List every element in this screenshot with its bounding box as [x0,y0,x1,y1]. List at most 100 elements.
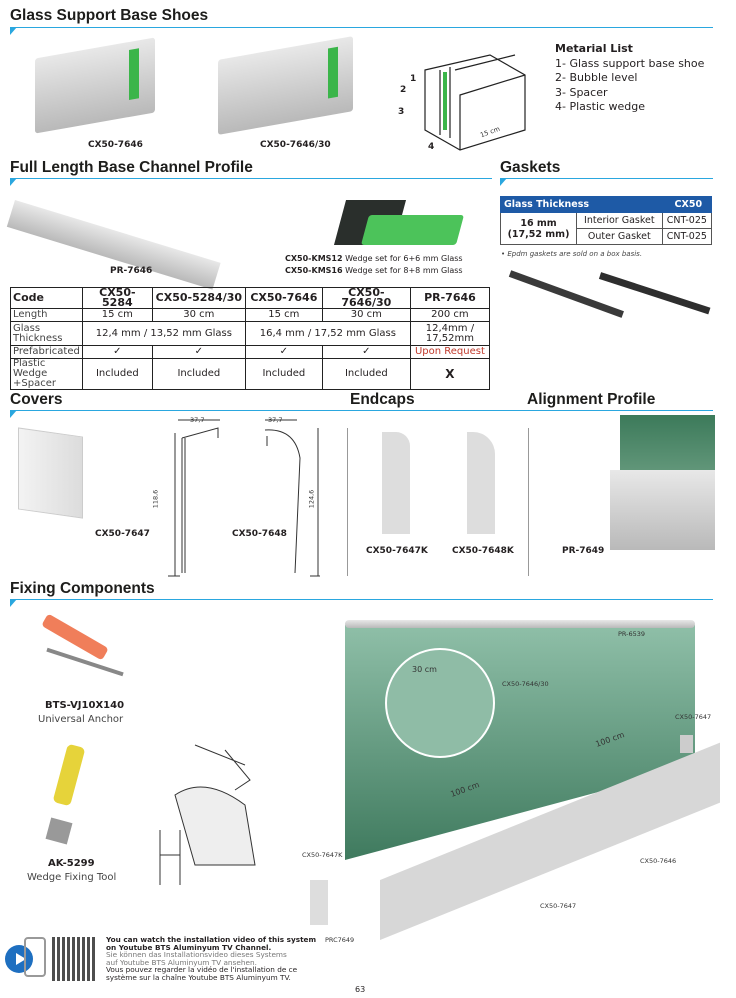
callout-label: PRC7649 [325,936,355,944]
product-label: CX50-7646 [88,140,143,150]
material-list: Metarial List 1- Glass support base shoe… [555,42,704,115]
section-rule [10,27,713,35]
cell-line: (17,52 mm) [507,228,570,240]
th: CX50 [661,196,713,213]
wedge-code: CX50-KMS16 [285,266,343,275]
section-title-channel: Full Length Base Channel Profile [10,159,253,176]
callout-number: 3 [398,107,405,117]
wedge-desc: Wedge set for 8+8 mm Glass [342,266,463,275]
product-label: CX50-7648 [232,529,287,539]
endcap-image [680,735,693,753]
row-label: Prefabricated [10,345,83,359]
cover-image [18,427,83,519]
callout-number: 4 [428,142,435,152]
dimension-label: 124,6 [307,489,316,509]
product-label: AK-5299 [48,858,95,869]
hammer-illustration [159,744,256,885]
product-label: PR-7649 [562,546,605,556]
callout-label: CX50-7646 [640,857,677,865]
callout-label: CX50-7647 [540,902,577,910]
product-label: CX50-7646/30 [260,140,331,150]
wedge-green-image [360,215,465,245]
cover-7648-drawing [264,419,320,577]
base-shoe-image [35,37,155,134]
footer-text: You can watch the installation video of … [106,935,317,944]
dimension-label: 30 cm [412,665,437,674]
qr-code[interactable] [52,937,96,981]
product-name: Wedge Fixing Tool [27,872,117,883]
material-item: 1- Glass support base shoe [555,56,705,70]
check-icon: ✓ [81,345,153,359]
section-title-endcaps: Endcaps [350,391,415,408]
cell: CNT-025 [661,228,713,245]
cell: Included [321,358,411,390]
cell: 15 cm [244,308,323,322]
cell: Outer Gasket [576,228,663,245]
callout-label: PR-6539 [618,630,646,638]
wedge-tool-blade [45,817,73,845]
footer-text: système sur la chaîne Youtube BTS Alumin… [106,972,291,982]
material-item: 3- Spacer [555,85,608,99]
cell: 12,4 mm / 13,52 mm Glass [81,321,246,346]
endcap-image [310,880,328,925]
cell: Interior Gasket [576,212,663,229]
callout-label: CX50-7647 [675,713,712,721]
page-number: 63 [355,985,366,994]
screw-image [46,647,124,677]
check-icon: ✓ [244,345,323,359]
callout-number: 2 [400,85,407,95]
wedge-code: CX50-KMS12 [285,254,343,263]
section-rule [10,599,713,607]
channel-profile-image [6,200,221,290]
dimension-label: 118,6 [151,489,160,509]
callout-label: CX50-7646/30 [502,680,549,688]
cell: Included [244,358,323,390]
product-label: BTS-VJ10X140 [45,700,125,711]
cell: Upon Request [409,345,491,359]
th: CX50-7646 [244,287,323,309]
base-shoe-30-image [218,36,353,135]
product-label: CX50-7647 [95,529,150,539]
footer-text: on Youtube BTS Aluminyum TV Channel. [106,942,272,952]
th: Code [10,287,83,309]
base-shoe-diagram [424,54,526,151]
callout-number: 1 [410,74,417,84]
section-title-covers: Covers [10,391,63,408]
material-list-title: Metarial List [555,42,633,55]
endcap-image [382,432,410,534]
material-item: 2- Bubble level [555,71,638,84]
cell: 200 cm [409,308,491,322]
cell: 16,4 mm / 17,52 mm Glass [244,321,411,346]
th: CX50-7646/30 [321,287,411,309]
dimension-label: 37,7 [190,416,205,424]
divider [347,428,348,576]
section-rule [500,178,713,186]
check-icon: ✓ [151,345,246,359]
cell: 12,4mm / 17,52mm [409,321,491,346]
cell-line: 16 mm [520,217,557,229]
section-rule [10,178,492,186]
section-title-base-shoes: Glass Support Base Shoes [10,7,209,24]
handrail [345,620,695,628]
footer-text: auf Youtube BTS Aluminyum TV ansehen. [106,957,257,967]
wedge-desc: Wedge set for 6+6 mm Glass [342,254,463,263]
th: CX50-5284 [81,287,153,309]
footer-text: Vous pouvez regarder la vidéo de l'insta… [106,965,298,975]
cell: Included [151,358,246,390]
material-item: 4- Plastic wedge [555,100,646,113]
callout-label: CX50-7647K [302,851,343,859]
row-label: Glass Thickness [10,321,83,346]
cell: 16 mm(17,52 mm) [500,212,577,245]
product-label: PR-7646 [110,266,153,276]
phone-icon [24,937,46,977]
divider [528,428,529,576]
section-title-gaskets: Gaskets [500,159,561,176]
gasket-note: • Epdm gaskets are sold on a box basis. [501,250,643,258]
product-name: Universal Anchor [38,714,124,725]
play-icon[interactable] [5,945,33,973]
th: PR-7646 [409,287,491,309]
video-info: You can watch the installation video of … [106,936,316,982]
product-label: CX50-7647K [366,546,428,556]
product-label: CX50-7648K [452,546,514,556]
